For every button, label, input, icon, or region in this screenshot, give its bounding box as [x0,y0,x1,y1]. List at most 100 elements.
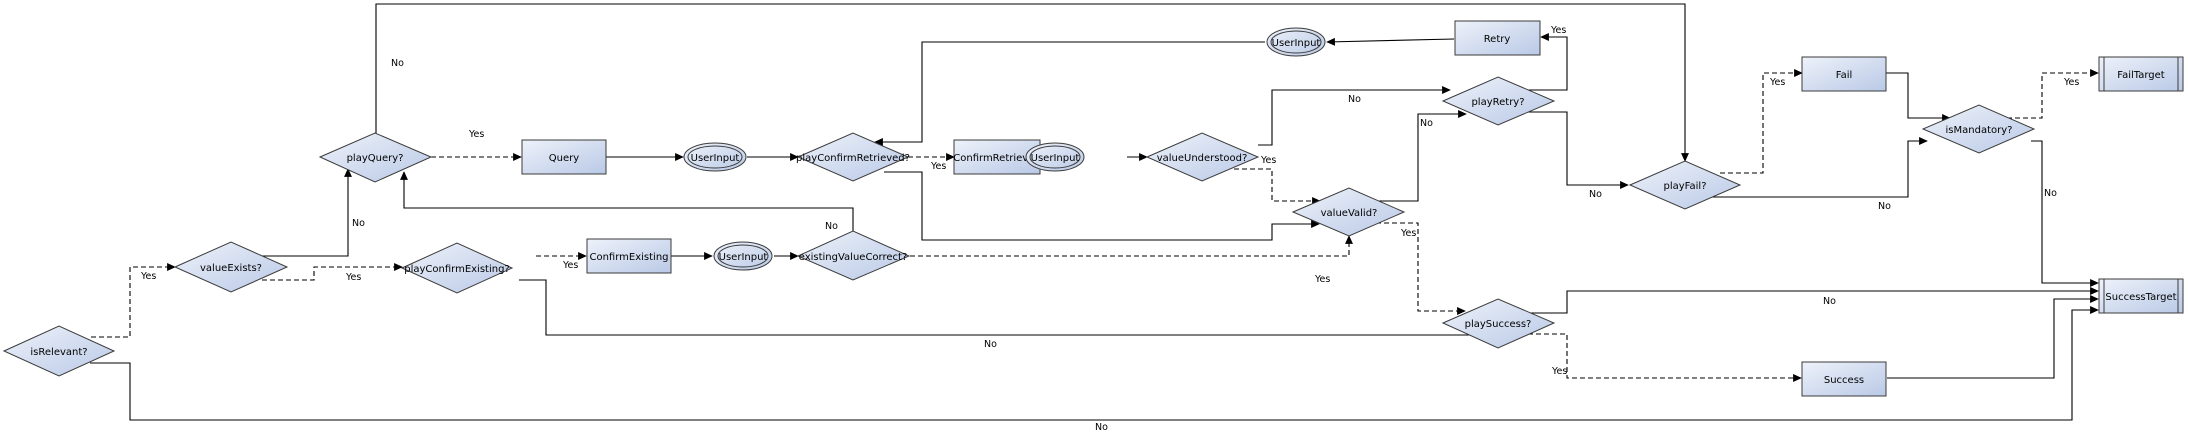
edge-label: Yes [1769,77,1785,88]
edge-success-successtarget [1887,295,2099,379]
edge-playfail-fail [1720,69,1803,174]
node-fail[interactable]: Fail [1801,56,1887,92]
edge-ismandatory-failtarget [2007,69,2099,119]
edge-label: No [1823,296,1836,307]
edge-playfail-ismandatory [1700,137,1928,198]
edges-layer [90,3,2099,421]
edge-playretry-playfail [1526,111,1629,189]
edge-label: Yes [1550,25,1566,36]
node-label: valueExists? [200,263,262,274]
node-label: SuccessTarget [2105,292,2176,303]
decision-diamond [796,132,910,182]
node-label: isRelevant? [30,347,87,358]
node-userinput-3[interactable]: UserInput [713,241,773,271]
edge-valueunderstood-valuevalid [1234,168,1321,205]
edge-label: No [984,339,997,350]
node-failtarget[interactable]: FailTarget [2098,56,2184,92]
edge-playsuccess-successtarget [1526,287,2099,314]
node-label: Success [1824,375,1864,386]
node-valuevalid[interactable]: valueValid? [1291,187,1406,237]
input-ellipse-outer [1025,142,1085,172]
node-label: UserInput [1031,153,1080,164]
node-label: existingValueCorrect? [799,252,908,263]
node-playfail[interactable]: playFail? [1628,160,1742,210]
node-label: valueValid? [1321,208,1378,219]
node-label: playSuccess? [1465,319,1532,330]
decision-diamond [1921,104,2036,154]
node-success[interactable]: Success [1801,361,1887,397]
node-userinput-top[interactable]: UserInput [1266,27,1326,57]
node-retry[interactable]: Retry [1454,20,1541,56]
edge-ismandatory-successtarget [2031,140,2099,287]
edge-label: No [1348,94,1361,105]
edge-label: No [1878,201,1891,212]
edge-label: No [2044,188,2057,199]
node-label: playQuery? [347,153,404,164]
process-box [1454,20,1541,56]
node-label: UserInput [1272,38,1321,49]
input-ellipse-inner [1270,30,1322,54]
decision-diamond [1628,160,1742,210]
node-label: playFail? [1664,181,1707,192]
node-playretry[interactable]: playRetry? [1441,76,1556,126]
edge-label: Yes [2063,77,2079,88]
input-ellipse-inner [717,244,769,268]
node-query[interactable]: Query [521,139,607,175]
edge-label: No [1420,118,1433,129]
decision-diamond [400,242,514,294]
decision-diamond [1291,187,1406,237]
edge-valuevalid-playretry [1376,110,1467,202]
process-box [586,238,672,274]
node-label: Fail [1836,70,1853,81]
node-label: FailTarget [2117,70,2165,81]
decision-diamond [1441,76,1556,126]
edge-labels-layer: Yes No Yes No Yes No Yes Yes No Yes No N… [140,25,2079,433]
process-box [1801,361,1887,397]
edge-label: Yes [1551,366,1567,377]
edge-label: No [1095,422,1108,433]
node-confirmexisting[interactable]: ConfirmExisting [586,238,672,274]
edge-label: No [352,218,365,229]
edge-label: Yes [345,272,361,283]
node-userinput-1[interactable]: UserInput [683,142,747,172]
input-ellipse-inner [687,145,743,169]
node-label: isMandatory? [1946,125,2013,136]
input-ellipse-outer [1266,27,1326,57]
edge-playconfirmretrieved-valuevalid [884,171,1320,241]
node-ismandatory[interactable]: isMandatory? [1921,104,2036,154]
edge-label: Yes [562,260,578,271]
node-label: UserInput [691,153,740,164]
edge-label: Yes [930,161,946,172]
decision-diamond [796,230,911,281]
decision-diamond [318,132,433,183]
node-userinput-2[interactable]: UserInput [1025,142,1085,172]
node-label: playRetry? [1471,97,1524,108]
node-playconfirmretrieved[interactable]: playConfirmRetrieved? [796,132,910,182]
edge-label: No [1589,189,1602,200]
node-valueexists[interactable]: valueExists? [173,241,289,293]
node-existingvaluecorrect[interactable]: existingValueCorrect? [796,230,911,281]
node-playquery[interactable]: playQuery? [318,132,433,183]
node-valueunderstood[interactable]: valueUnderstood? [1145,132,1260,182]
edge-label: Yes [1400,228,1416,239]
edge-label: No [391,58,404,69]
node-label: playConfirmRetrieved? [796,153,910,164]
edge-label: No [825,221,838,232]
node-playconfirmexisting[interactable]: playConfirmExisting? [400,242,514,294]
edge-playconfirmexisting-playsuccess [519,279,1489,339]
edge-playretry-retry [1512,33,1568,91]
process-box [521,139,607,175]
node-label: playConfirmExisting? [404,264,510,275]
edge-valuevalid-playsuccess [1376,222,1466,315]
edge-playsuccess-success [1528,333,1802,382]
input-ellipse-outer [713,241,773,271]
edge-userinputtop-playconfirmretrieved [874,41,1265,146]
node-successtarget[interactable]: SuccessTarget [2098,278,2184,314]
terminal-box [2098,56,2184,92]
edge-isrelevant-valueexists [91,263,176,338]
node-label: Query [549,153,579,164]
node-playsuccess[interactable]: playSuccess? [1441,298,1556,349]
node-label: ConfirmExisting [589,252,668,263]
node-isrelevant[interactable]: isRelevant? [2,325,116,377]
